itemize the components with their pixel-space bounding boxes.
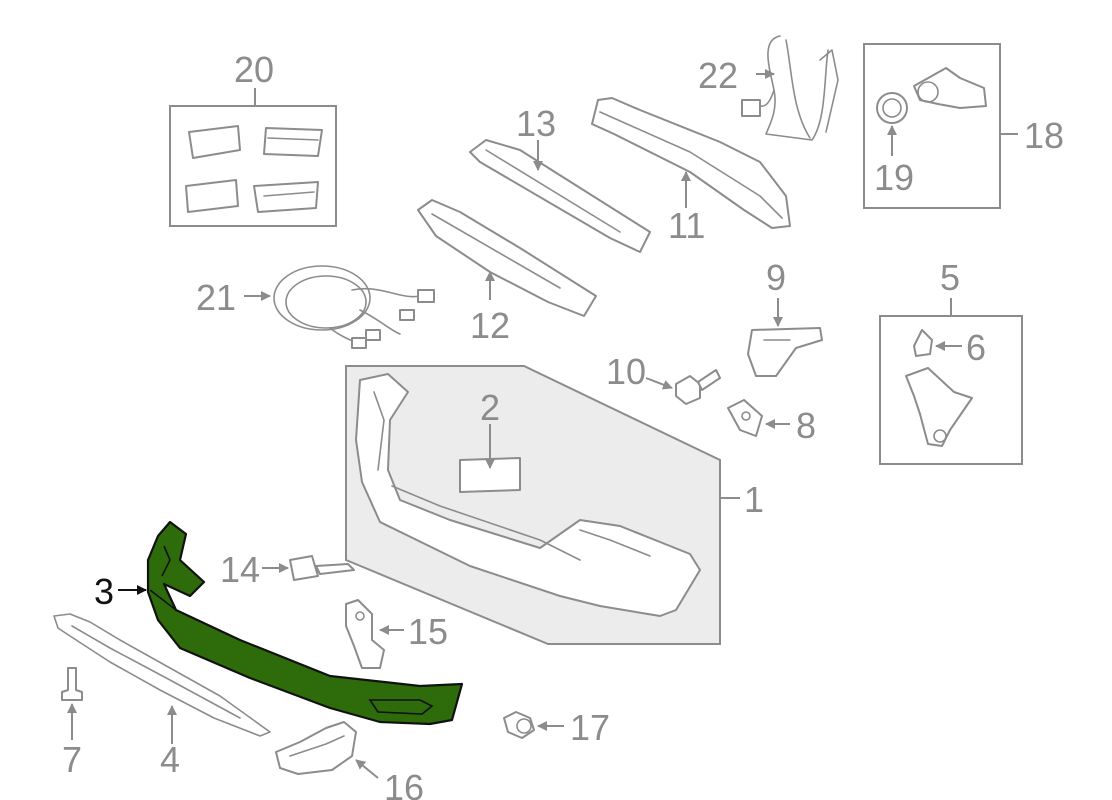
part-10-bolt [645,369,721,405]
group-1-bumper-cover [345,365,740,645]
callout-13: 13 [516,103,556,144]
callout-6: 6 [966,327,986,368]
callout-8: 8 [796,405,816,446]
callout-10: 10 [606,351,646,392]
group-18-park-sensor [863,43,1018,209]
callout-4: 4 [160,739,180,780]
part-21-wiring-harness [244,265,435,349]
part-12-energy-absorber [417,199,597,317]
part-17-push-clip [503,711,564,739]
callout-12: 12 [470,305,510,346]
callout-19: 19 [874,157,914,198]
callout-15: 15 [408,611,448,652]
callout-9: 9 [766,257,786,298]
part-7-screw [61,667,83,740]
callout-5: 5 [940,257,960,298]
part-11-impact-bar [591,97,791,229]
part-13-reinforcement-strip [469,139,651,253]
group-20-mounting-pads [169,88,337,227]
part-14-sensor-bracket [262,555,355,581]
part-9-bracket [747,298,823,377]
part-22-sensor-wiring [741,35,839,141]
group-5-guide-bracket [879,298,1023,465]
part-8-clip-nut [727,399,790,437]
part-16-reflector-cover [275,721,379,779]
callout-11: 11 [668,205,705,246]
callout-22: 22 [698,55,738,96]
callout-17: 17 [570,707,610,748]
callout-14: 14 [220,549,260,590]
callout-1: 1 [744,479,764,520]
callout-16: 16 [384,767,424,800]
callout-7: 7 [62,739,82,780]
callout-20: 20 [234,49,274,90]
part-4-trim-strip [53,613,271,744]
part-15-mount-bracket [345,599,404,669]
callout-3: 3 [94,571,114,612]
callout-18: 18 [1024,115,1064,156]
callout-2: 2 [480,387,500,428]
part-3-lower-valance [118,520,464,726]
callout-21: 21 [196,277,236,318]
